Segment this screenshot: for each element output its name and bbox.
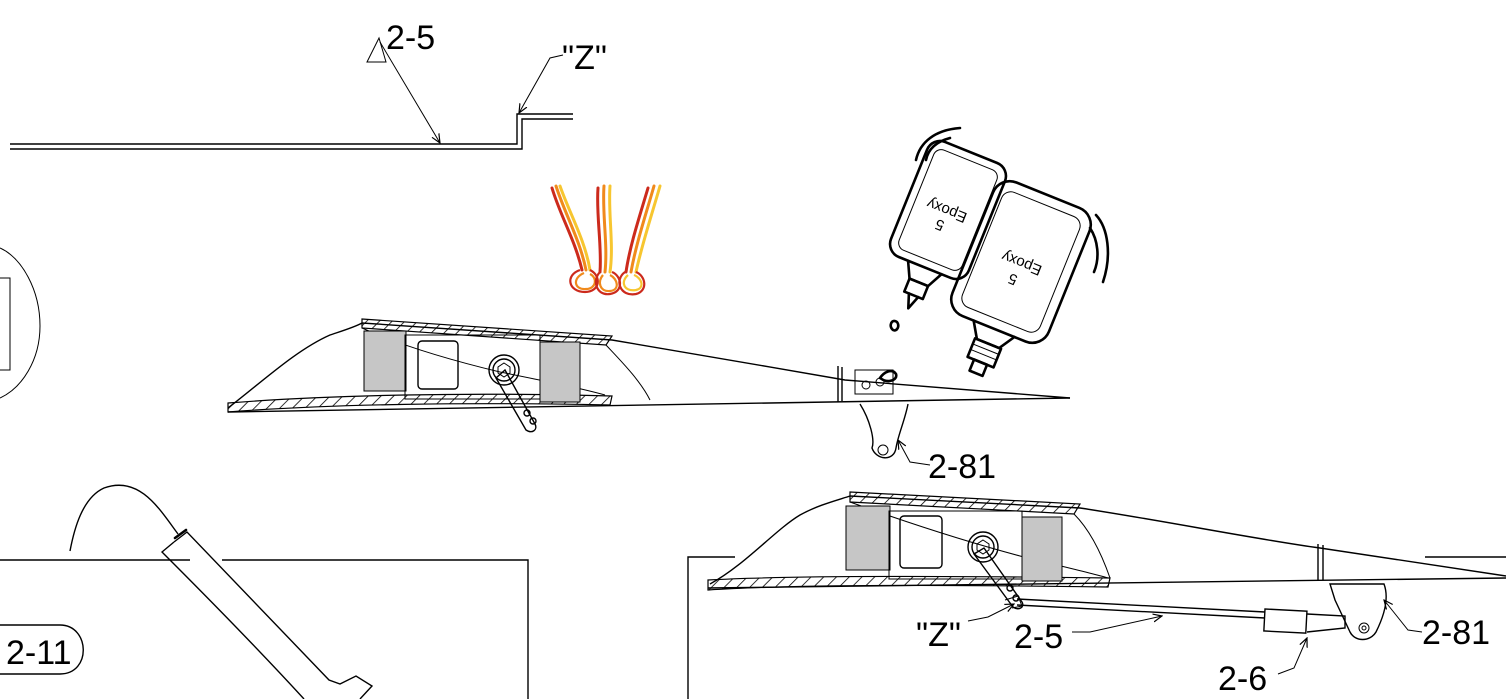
lower-left-panel: 2-11 bbox=[0, 484, 529, 699]
leader-z-lower bbox=[967, 604, 1014, 622]
control-horn-lower bbox=[1329, 583, 1387, 641]
leader-2-5-top bbox=[366, 36, 440, 143]
pushrod-2-5 bbox=[1004, 595, 1266, 619]
callout-2-11: 2-11 bbox=[0, 624, 84, 675]
label-2-11: 2-11 bbox=[6, 634, 72, 672]
label-2-5-top: 2-5 bbox=[386, 19, 435, 57]
label-2-81-lower: 2-81 bbox=[1422, 614, 1490, 652]
servo-mount-block-right bbox=[539, 341, 581, 403]
label-z-lower: "Z" bbox=[916, 616, 961, 654]
clevis-2-6 bbox=[1263, 608, 1346, 634]
bottle-a-minutes: 5 bbox=[933, 215, 947, 234]
leader-z-top bbox=[519, 54, 564, 113]
label-2-6-lower: 2-6 bbox=[1218, 660, 1267, 698]
servo-wires-illustration bbox=[550, 184, 662, 296]
servo-arm-upper bbox=[488, 354, 537, 433]
control-horn-upper bbox=[854, 369, 909, 459]
leader-2-81-upper bbox=[898, 440, 931, 466]
label-z-top: "Z" bbox=[562, 39, 607, 77]
leader-2-81-lower bbox=[1384, 600, 1423, 633]
label-2-81-upper: 2-81 bbox=[928, 448, 996, 486]
stabilizer-cutaway-upper: 2-81 bbox=[227, 318, 1071, 486]
lower-right-panel: "Z" 2-5 2-6 2-81 bbox=[687, 491, 1506, 699]
bottle-b-minutes: 5 bbox=[1006, 269, 1020, 288]
servo-mount-block-left bbox=[363, 330, 407, 392]
bottle-a-label: Epoxy bbox=[924, 194, 969, 226]
z-bend-pushrod-detail: 2-5 "Z" bbox=[10, 19, 607, 150]
cutoff-detail-left bbox=[0, 247, 41, 399]
epoxy-bottles-illustration: Epoxy 5 Epoxy 5 bbox=[878, 126, 1110, 383]
label-2-5-lower: 2-5 bbox=[1014, 618, 1063, 656]
leader-2-5-lower bbox=[1072, 616, 1162, 633]
bottle-b-label: Epoxy bbox=[999, 247, 1044, 279]
leader-2-6-lower bbox=[1277, 638, 1307, 675]
